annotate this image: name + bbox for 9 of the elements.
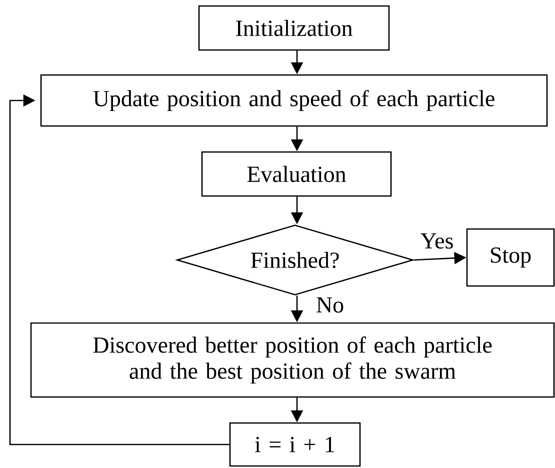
process-box: i = i + 1 bbox=[229, 422, 361, 467]
arrow bbox=[9, 94, 230, 446]
process-box: Discovered better position of each particle and the best position of the swarm bbox=[30, 322, 555, 398]
process-box: Stop bbox=[466, 228, 555, 287]
edge-label: Yes bbox=[419, 232, 455, 250]
edge-label: No bbox=[314, 296, 346, 314]
process-box: Evaluation bbox=[201, 151, 392, 197]
process-box: Update position and speed of each particle bbox=[40, 74, 548, 127]
process-box: Initialization bbox=[198, 5, 390, 51]
